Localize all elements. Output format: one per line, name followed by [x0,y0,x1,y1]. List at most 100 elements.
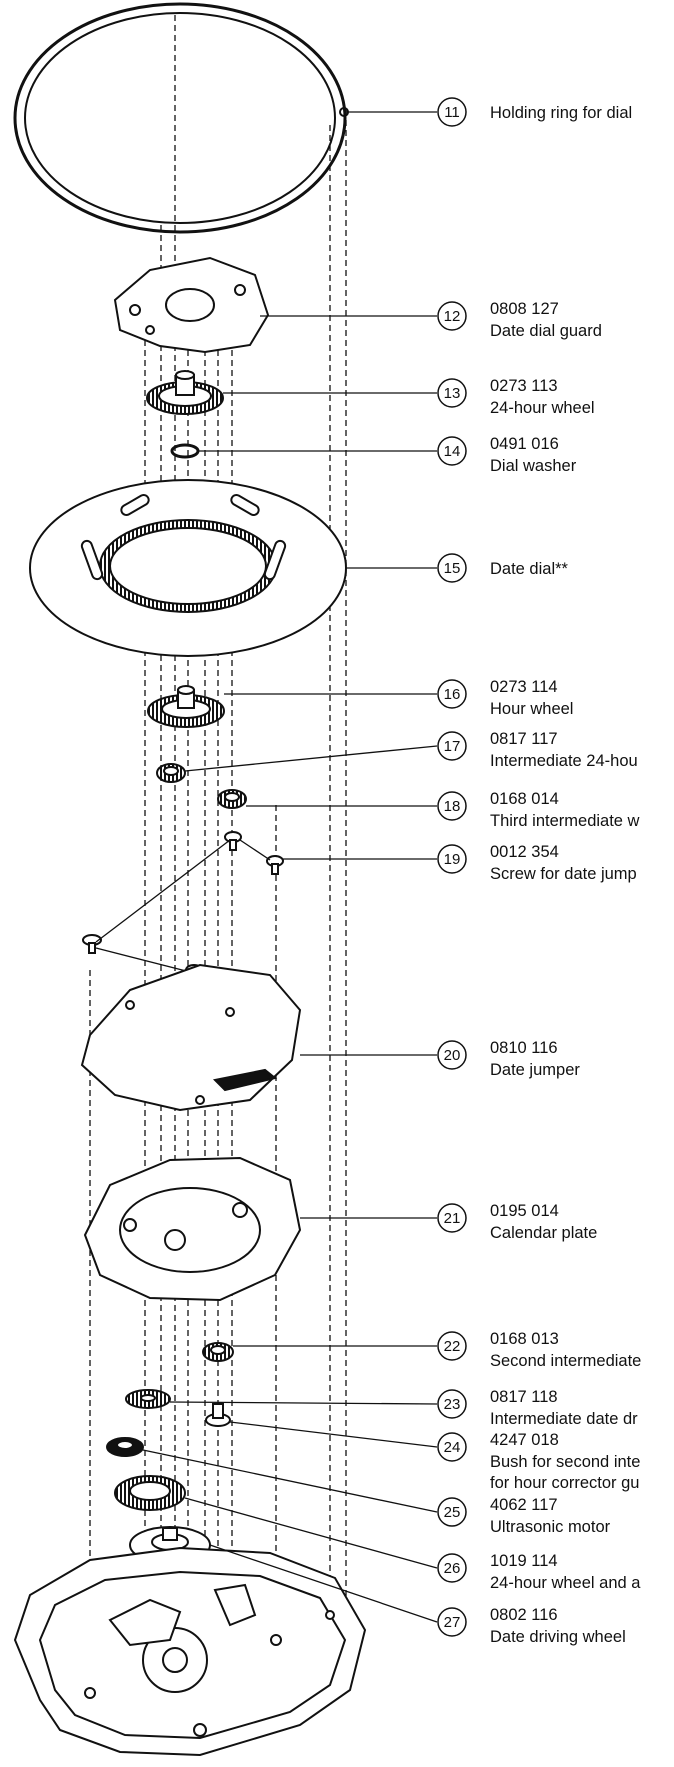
ultrasonic-motor [106,1437,144,1457]
holding-ring-for-dial [13,2,349,234]
callout-number: 26 [444,1560,461,1577]
part-code: 0273 113 [490,377,558,395]
callout-number: 25 [444,1504,461,1521]
second-intermediate-wheel [202,1342,234,1362]
part-code: 0817 117 [490,730,558,748]
callout-circle [437,1432,467,1462]
callout-15: 15 Date dial** [437,553,569,583]
part-code: 0012 354 [490,843,559,861]
callout-number: 16 [444,686,461,703]
24-hour-wheel [146,370,224,415]
part-code: 0168 013 [490,1330,559,1348]
callout-circle [437,1389,467,1419]
24-hour-wheel-and-a [114,1475,186,1511]
part-code: 0491 016 [490,435,559,453]
callout-circle [437,553,467,583]
callout-number: 13 [444,385,461,402]
part-name: Date dial** [490,560,569,578]
dial-washer [170,443,200,459]
part-code: 4247 018 [490,1431,559,1449]
intermediate-24-hour-wheel [156,763,186,783]
part-code: 0273 114 [490,678,558,696]
callout-circle [437,1203,467,1233]
part-code: 0810 116 [490,1039,558,1057]
callout-number: 14 [444,443,461,460]
main-plate [13,1546,367,1757]
part-name: Date driving wheel [490,1628,626,1646]
leader-lines [142,111,438,1623]
third-intermediate-wheel [217,789,247,809]
part-code: 1019 114 [490,1552,558,1570]
date-jumper-plate [80,963,302,1112]
callout-number: 18 [444,798,461,815]
callout-circle [437,97,467,127]
part-code: 0808 127 [490,300,559,318]
callout-number: 27 [444,1614,461,1631]
callout-circle [437,436,467,466]
callout-circle [437,791,467,821]
callout-circle [437,731,467,761]
part-name: 24-hour wheel [490,399,595,417]
callout-circle [437,1040,467,1070]
callout-number: 11 [444,104,460,121]
part-name: Third intermediate w [490,812,640,830]
intermediate-date-driving-wheel [125,1389,171,1409]
part-code: 4062 117 [490,1496,558,1514]
callout-number: 23 [444,1396,461,1413]
part-name: Date jumper [490,1061,580,1079]
screw-leader-lines [95,839,271,973]
callout-11: 11 Holding ring for dial [437,97,632,127]
callout-number: 17 [444,738,461,755]
callout-number: 24 [444,1439,461,1456]
part-name-continued: for hour corrector gu [490,1474,639,1492]
callout-circle [437,1553,467,1583]
part-name: Intermediate date dr [490,1410,638,1428]
part-name: Dial washer [490,457,577,475]
part-code: 0168 014 [490,790,559,808]
callout-circle [437,679,467,709]
part-name: Holding ring for dial [490,104,632,122]
callout-number: 19 [444,851,461,868]
part-name: 24-hour wheel and a [490,1574,641,1592]
callout-circle [437,1497,467,1527]
callout-circle [437,378,467,408]
part-name: Bush for second inte [490,1453,640,1471]
part-name: Screw for date jump [490,865,637,883]
callout-circle [437,844,467,874]
callout-number: 22 [444,1338,461,1355]
part-code: 0802 116 [490,1606,558,1624]
part-name: Ultrasonic motor [490,1518,611,1536]
part-name: Hour wheel [490,700,573,718]
part-code: 0195 014 [490,1202,559,1220]
part-name: Intermediate 24-hou [490,752,638,770]
date-dial [29,479,347,657]
hour-wheel [147,685,225,728]
screws-for-date-jumper [82,831,284,984]
callout-number: 20 [444,1047,461,1064]
date-dial-guard [113,256,270,354]
calendar-plate [83,1156,302,1302]
bush-for-second-intermediate [205,1403,231,1427]
callout-number: 12 [444,308,461,325]
part-code: 0817 118 [490,1388,558,1406]
callout-number: 15 [444,560,461,577]
callout-circle [437,1607,467,1637]
callout-circle [437,301,467,331]
callout-26: 26 1019 114 24-hour wheel and a [437,1552,641,1592]
part-name: Date dial guard [490,322,602,340]
